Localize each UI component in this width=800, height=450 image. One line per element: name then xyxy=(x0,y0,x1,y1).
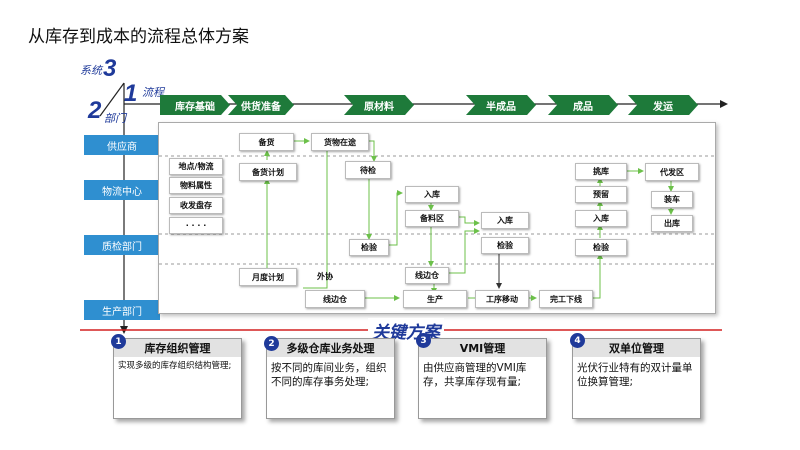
solution-card-1: 库存组织管理 实现多级的库存组织结构管理; xyxy=(113,338,242,419)
solution-card-3-title: VMI管理 xyxy=(419,339,546,357)
solution-card-1-title: 库存组织管理 xyxy=(114,339,241,357)
stage-shipping: 发运 xyxy=(628,95,698,115)
stage-semi-finished: 半成品 xyxy=(466,95,536,115)
node-storage-in-3: 入库 xyxy=(575,210,627,227)
dept-logistics: 物流中心 xyxy=(84,180,160,200)
node-inspection-3: 检验 xyxy=(575,239,627,256)
solution-card-4-body: 光伏行业特有的双计量单位换算管理; xyxy=(577,362,693,388)
solution-card-1-body: 实现多级的库存组织结构管理; xyxy=(118,361,232,371)
node-receipt-inventory: 收发盘存 xyxy=(169,197,223,214)
node-outbound: 出库 xyxy=(651,215,693,232)
node-picking: 挑库 xyxy=(575,163,627,180)
node-material-attribute: 物料属性 xyxy=(169,177,223,194)
node-location-logistics: 地点/物流 xyxy=(169,158,223,175)
node-more: · · · · xyxy=(169,217,223,234)
node-line-warehouse-1: 线边仓 xyxy=(305,290,365,308)
node-storage-in-1: 入库 xyxy=(405,186,459,203)
solution-badge-2: 2 xyxy=(264,336,279,351)
node-material-prep-area: 备料区 xyxy=(405,210,459,227)
system-axis-label: 系统 xyxy=(80,64,102,77)
system-axis-number: 3 xyxy=(103,55,117,82)
solution-badge-1: 1 xyxy=(111,334,126,349)
solution-card-4: 双单位管理 光伏行业特有的双计量单位换算管理; xyxy=(572,338,701,419)
stage-raw-material: 原材料 xyxy=(344,95,414,115)
node-goods-in-transit: 货物在途 xyxy=(311,133,369,151)
dept-quality: 质检部门 xyxy=(84,235,160,255)
node-process-move: 工序移动 xyxy=(475,290,529,308)
solution-card-2: 多级仓库业务处理 按不同的库间业务，组织不同的库存事务处理; xyxy=(266,338,395,419)
flow-axis-number: 1 xyxy=(124,80,138,107)
node-outsourcing: 外协 xyxy=(317,272,333,281)
node-stock-plan: 备货计划 xyxy=(239,163,297,181)
solution-badge-3: 3 xyxy=(416,333,431,348)
node-production: 生产 xyxy=(403,290,467,308)
dept-axis-number: 2 xyxy=(88,97,102,124)
node-inspection-2: 检验 xyxy=(481,237,529,254)
solution-badge-4: 4 xyxy=(570,333,585,348)
node-monthly-plan: 月度计划 xyxy=(239,268,297,286)
node-loading: 装车 xyxy=(651,191,693,208)
solution-card-2-body: 按不同的库间业务，组织不同的库存事务处理; xyxy=(271,362,387,388)
flow-lines xyxy=(159,138,715,301)
solution-card-3-body: 由供应商管理的VMI库存，共享库存现有量; xyxy=(423,362,527,388)
node-shipping-area: 代发区 xyxy=(645,163,699,181)
node-pending-inspection: 待检 xyxy=(345,161,391,179)
stage-finished: 成品 xyxy=(548,95,618,115)
solution-card-3: VMI管理 由供应商管理的VMI库存，共享库存现有量; xyxy=(418,338,547,419)
flow-axis-label: 流程 xyxy=(142,86,164,99)
solution-card-2-title: 多级仓库业务处理 xyxy=(267,339,394,357)
node-stock-prep: 备货 xyxy=(239,133,294,151)
process-panel: 地点/物流 物料属性 收发盘存 · · · · 备货 备货计划 月度计划 货物在… xyxy=(158,122,716,314)
solution-card-4-title: 双单位管理 xyxy=(573,339,700,357)
node-completion: 完工下线 xyxy=(539,290,593,308)
node-inspection-1: 检验 xyxy=(349,239,389,256)
node-reservation: 预留 xyxy=(575,186,627,203)
dept-axis-label: 部门 xyxy=(104,112,126,125)
node-storage-in-2: 入库 xyxy=(481,212,529,229)
page-title: 从库存到成本的流程总体方案 xyxy=(28,27,249,47)
dept-supplier: 供应商 xyxy=(84,135,160,155)
stage-inventory-base: 库存基础 xyxy=(160,95,230,115)
node-line-warehouse-2: 线边仓 xyxy=(405,267,449,284)
dept-production: 生产部门 xyxy=(84,300,160,320)
stage-supply-prep: 供货准备 xyxy=(228,95,294,115)
